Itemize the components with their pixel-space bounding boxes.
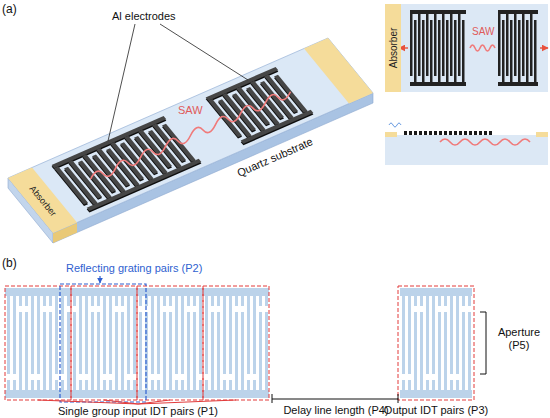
absorber-band: Absorber — [385, 4, 401, 92]
dimension-tick — [480, 312, 486, 313]
leader-line — [160, 24, 248, 80]
leader-line — [138, 400, 236, 404]
substrate-top-view — [385, 4, 548, 92]
leader-line — [108, 24, 135, 141]
group-box — [203, 286, 269, 400]
saw-wave — [440, 139, 530, 145]
al-electrodes — [52, 67, 314, 211]
absorber-section — [536, 132, 548, 137]
substrate-side-view — [385, 135, 548, 165]
leader-line — [38, 400, 138, 404]
dimension-tick — [480, 374, 486, 375]
electrode-fingers — [498, 20, 538, 82]
bus-bar — [410, 82, 466, 86]
bus-bar — [410, 10, 466, 14]
panel-label: (a) — [2, 3, 17, 17]
group-box — [398, 286, 474, 400]
parameter-label: Output IDT pairs (P3) — [376, 404, 496, 417]
part-label: Al electrodes — [112, 10, 176, 23]
saw-wave — [470, 45, 495, 51]
dimension-line — [486, 312, 487, 374]
parameter-label: Aperture (P5) — [490, 326, 548, 351]
absorber-section — [385, 132, 397, 137]
wave-direction-arrow — [540, 47, 548, 48]
substrate-top — [8, 38, 373, 233]
idt-fingers — [400, 296, 472, 390]
bus-bar — [498, 10, 538, 14]
electrode-shadow — [52, 68, 314, 212]
bus-bar — [400, 390, 472, 398]
panel-label: (b) — [2, 257, 17, 271]
wave-label: SAW — [178, 104, 203, 117]
dimension-line — [272, 399, 398, 400]
electrode-sections — [404, 131, 494, 135]
group-box — [5, 286, 71, 400]
parameter-label: Single group input IDT pairs (P1) — [38, 405, 238, 418]
group-box — [137, 286, 203, 400]
electrode-fingers — [410, 20, 466, 82]
absorber-band: Absorber — [8, 167, 78, 234]
group-box — [71, 286, 137, 400]
absorber-shape — [8, 168, 77, 234]
bus-bar — [498, 82, 538, 86]
grating-box — [60, 284, 146, 402]
absorber-band — [304, 38, 373, 104]
pointer-arrow — [99, 276, 100, 283]
leader-line — [104, 400, 138, 404]
parameter-label: Delay line length (P4) — [276, 404, 396, 417]
dimension-tick — [272, 394, 273, 403]
absorbed-wave — [389, 123, 401, 127]
bus-bar — [400, 288, 472, 296]
node-text: Absorber — [388, 28, 399, 69]
parameter-label: Reflecting grating pairs (P2) — [66, 262, 202, 275]
dimension-tick — [398, 394, 399, 403]
wave-label: SAW — [472, 26, 494, 38]
